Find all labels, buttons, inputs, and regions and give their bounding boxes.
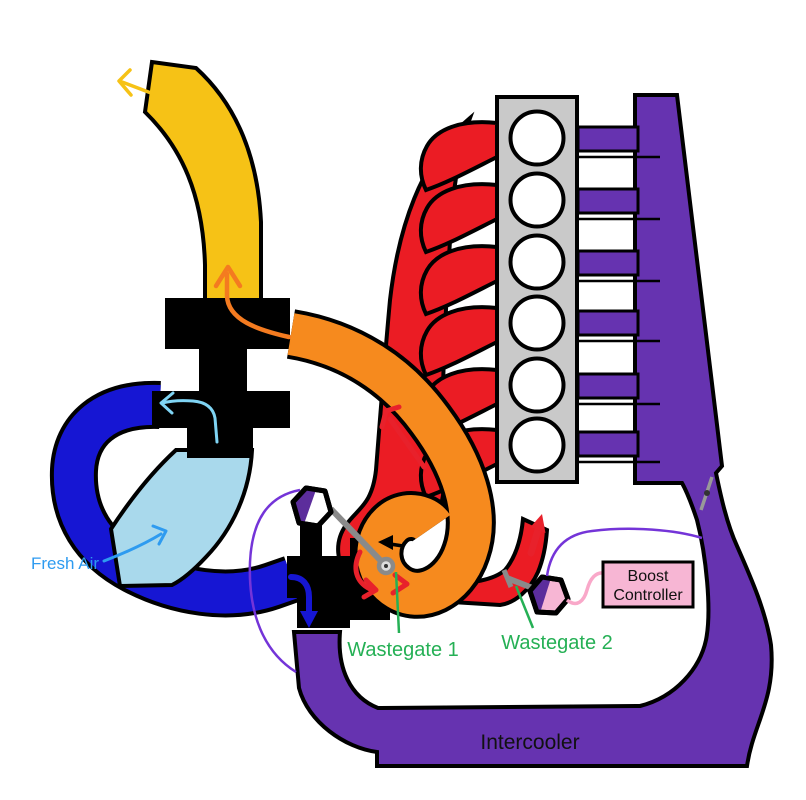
cylinder-1 xyxy=(508,109,566,167)
fresh-air-pipe xyxy=(108,448,255,589)
wastegate-2-actuator xyxy=(501,569,571,616)
cylinder-2 xyxy=(508,171,566,229)
engine-block xyxy=(495,95,579,484)
flow-arrows xyxy=(102,68,546,628)
boost-pipe-and-intercooler xyxy=(291,93,774,768)
fresh-air-label: Fresh Air xyxy=(31,554,99,573)
boost-controller-label-line2: Controller xyxy=(613,587,683,604)
wastegate-2-label: Wastegate 2 xyxy=(501,632,613,654)
fresh-air-arrow xyxy=(102,524,168,563)
cylinder-6 xyxy=(508,416,566,474)
label-pointer-lines xyxy=(394,571,535,634)
wastegate-1-label: Wastegate 1 xyxy=(347,639,459,661)
wastegate-1-rod xyxy=(328,506,385,565)
wastegate-2-vent-arrow xyxy=(527,514,546,557)
cylinder-4 xyxy=(508,294,566,352)
wastegate-1-pointer xyxy=(394,571,401,634)
crossover-pipe xyxy=(286,309,496,619)
crossover-flow-arrow xyxy=(379,404,427,470)
vacuum-line-2 xyxy=(545,527,703,577)
exhaust-out-arrow xyxy=(117,68,153,97)
turbo-1-body xyxy=(152,298,290,458)
boost-controller-box: Boost Controller xyxy=(601,560,695,609)
wastegate-1-flap-arrow xyxy=(378,535,393,550)
wastegate-1-actuator xyxy=(290,485,404,576)
vacuum-line-1 xyxy=(248,488,301,674)
exhaust-manifold xyxy=(418,120,499,500)
cylinder-5 xyxy=(508,356,566,414)
intercooler-label: Intercooler xyxy=(480,731,579,754)
compressor-1-flow-arrow xyxy=(159,391,219,444)
boost-controller-label-line1: Boost xyxy=(628,568,669,585)
throttle-valve xyxy=(699,476,714,511)
exhaust-outlet-pipe xyxy=(142,59,263,302)
manifold-gasket-lines xyxy=(578,155,660,464)
signal-line-pink xyxy=(565,571,605,606)
cylinder-3 xyxy=(508,233,566,291)
interstage-pipe xyxy=(49,380,300,618)
crossover-up-arrow xyxy=(213,264,292,340)
compressor-2-flow-arrow xyxy=(288,574,318,628)
wastegate-2-pointer xyxy=(514,585,535,629)
intake-manifold xyxy=(576,125,660,464)
